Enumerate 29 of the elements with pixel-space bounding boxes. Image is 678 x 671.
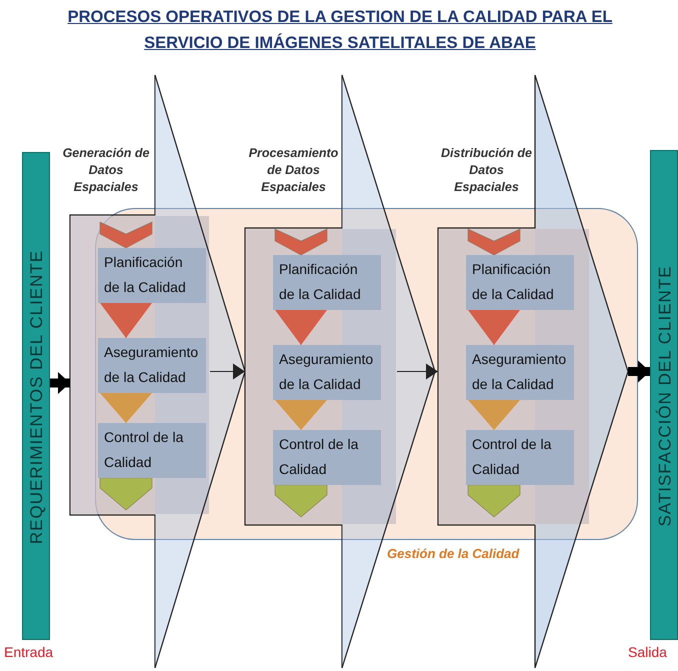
bar-label: REQUERIMIENTOS DEL CLIENTE bbox=[27, 250, 48, 544]
phase-title: Generación de Datos Espaciales bbox=[62, 145, 150, 196]
step-box: Control de la Calidad bbox=[98, 423, 206, 478]
diagram-title: PROCESOS OPERATIVOS DE LA GESTION DE LA CALIDAD PARA EL SERVICIO DE IMÁGENES SATELITALES DE ABAE bbox=[66, 7, 614, 54]
side-label: Entrada bbox=[4, 644, 54, 660]
bar-label: SATISFACCIÓN DEL CLIENTE bbox=[655, 265, 676, 527]
step-box: Planificación de la Calidad bbox=[466, 255, 574, 310]
step-box: Aseguramiento de la Calidad bbox=[466, 345, 574, 400]
chevron-arrow bbox=[100, 302, 152, 338]
phase-title: Distribución de Datos Espaciales bbox=[440, 145, 533, 196]
step-box: Aseguramiento de la Calidad bbox=[98, 338, 206, 393]
chevron-arrow bbox=[275, 400, 327, 430]
phase-chevron bbox=[438, 75, 628, 668]
step-box: Control de la Calidad bbox=[273, 430, 381, 485]
band-label: Gestión de la Calidad bbox=[387, 546, 520, 561]
arrow bbox=[50, 372, 70, 394]
step-box: Planificación de la Calidad bbox=[273, 255, 381, 310]
step-box: Planificación de la Calidad bbox=[98, 248, 206, 303]
chevron-arrow bbox=[100, 392, 152, 424]
client-bar bbox=[650, 150, 678, 640]
side-label: Salida bbox=[628, 644, 667, 660]
phase-title: Procesamiento de Datos Espaciales bbox=[248, 145, 340, 196]
chevron-arrow bbox=[468, 310, 520, 346]
chevron-arrow bbox=[468, 400, 520, 430]
client-bar bbox=[22, 152, 50, 640]
step-box: Control de la Calidad bbox=[466, 430, 574, 485]
arrow bbox=[628, 360, 650, 382]
step-box: Aseguramiento de la Calidad bbox=[273, 345, 381, 400]
chevron-arrow bbox=[275, 310, 327, 346]
